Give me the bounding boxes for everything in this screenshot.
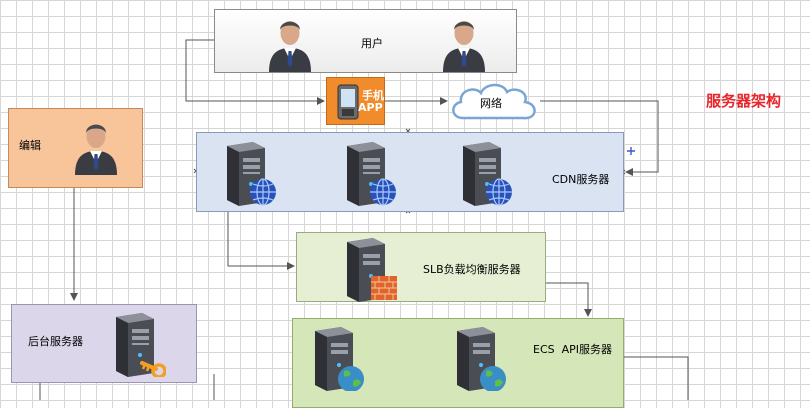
person-icon	[443, 21, 485, 72]
phone-icon	[337, 84, 359, 120]
phone-app-node[interactable]: 手机 APP	[326, 77, 385, 125]
line-users-to-phone	[185, 39, 325, 105]
backend-node[interactable]: 后台服务器	[11, 304, 197, 383]
server-globe-icon	[347, 142, 396, 206]
server-firewall-icon	[347, 238, 397, 302]
diagram-title: 服务器架构	[706, 92, 782, 110]
server-globe-icon	[227, 142, 276, 206]
server-globe-icon	[463, 142, 512, 206]
line-slb-to-ecs	[546, 282, 592, 317]
line-ecs-right-down	[624, 356, 689, 400]
person-icon	[75, 124, 117, 175]
editor-label: 编辑	[19, 139, 41, 152]
editor-node[interactable]: 编辑	[8, 108, 143, 188]
slb-label: SLB负载均衡服务器	[423, 263, 521, 276]
backend-label: 后台服务器	[28, 335, 83, 348]
network-label: 网络	[480, 97, 502, 110]
network-cloud-icon[interactable]	[447, 78, 541, 126]
server-globe-icon	[457, 327, 506, 391]
users-node[interactable]: 用户	[214, 9, 517, 73]
ecs-label: ECS API服务器	[533, 343, 613, 356]
cdn-node[interactable]: CDN服务器	[196, 132, 624, 212]
users-label: 用户	[361, 37, 383, 50]
server-key-icon	[116, 313, 166, 377]
person-icon	[269, 21, 311, 72]
server-globe-icon	[315, 327, 364, 391]
cdn-label: CDN服务器	[552, 173, 610, 186]
ecs-node[interactable]: ECS API服务器	[292, 318, 624, 408]
phone-label-2: APP	[358, 101, 383, 114]
plus-marker	[627, 147, 635, 155]
phone-label-1: 手机	[362, 89, 384, 102]
line-cdn-to-slb	[227, 212, 295, 270]
slb-node[interactable]: SLB负载均衡服务器	[296, 232, 546, 302]
line-network-to-cdn	[540, 100, 659, 176]
